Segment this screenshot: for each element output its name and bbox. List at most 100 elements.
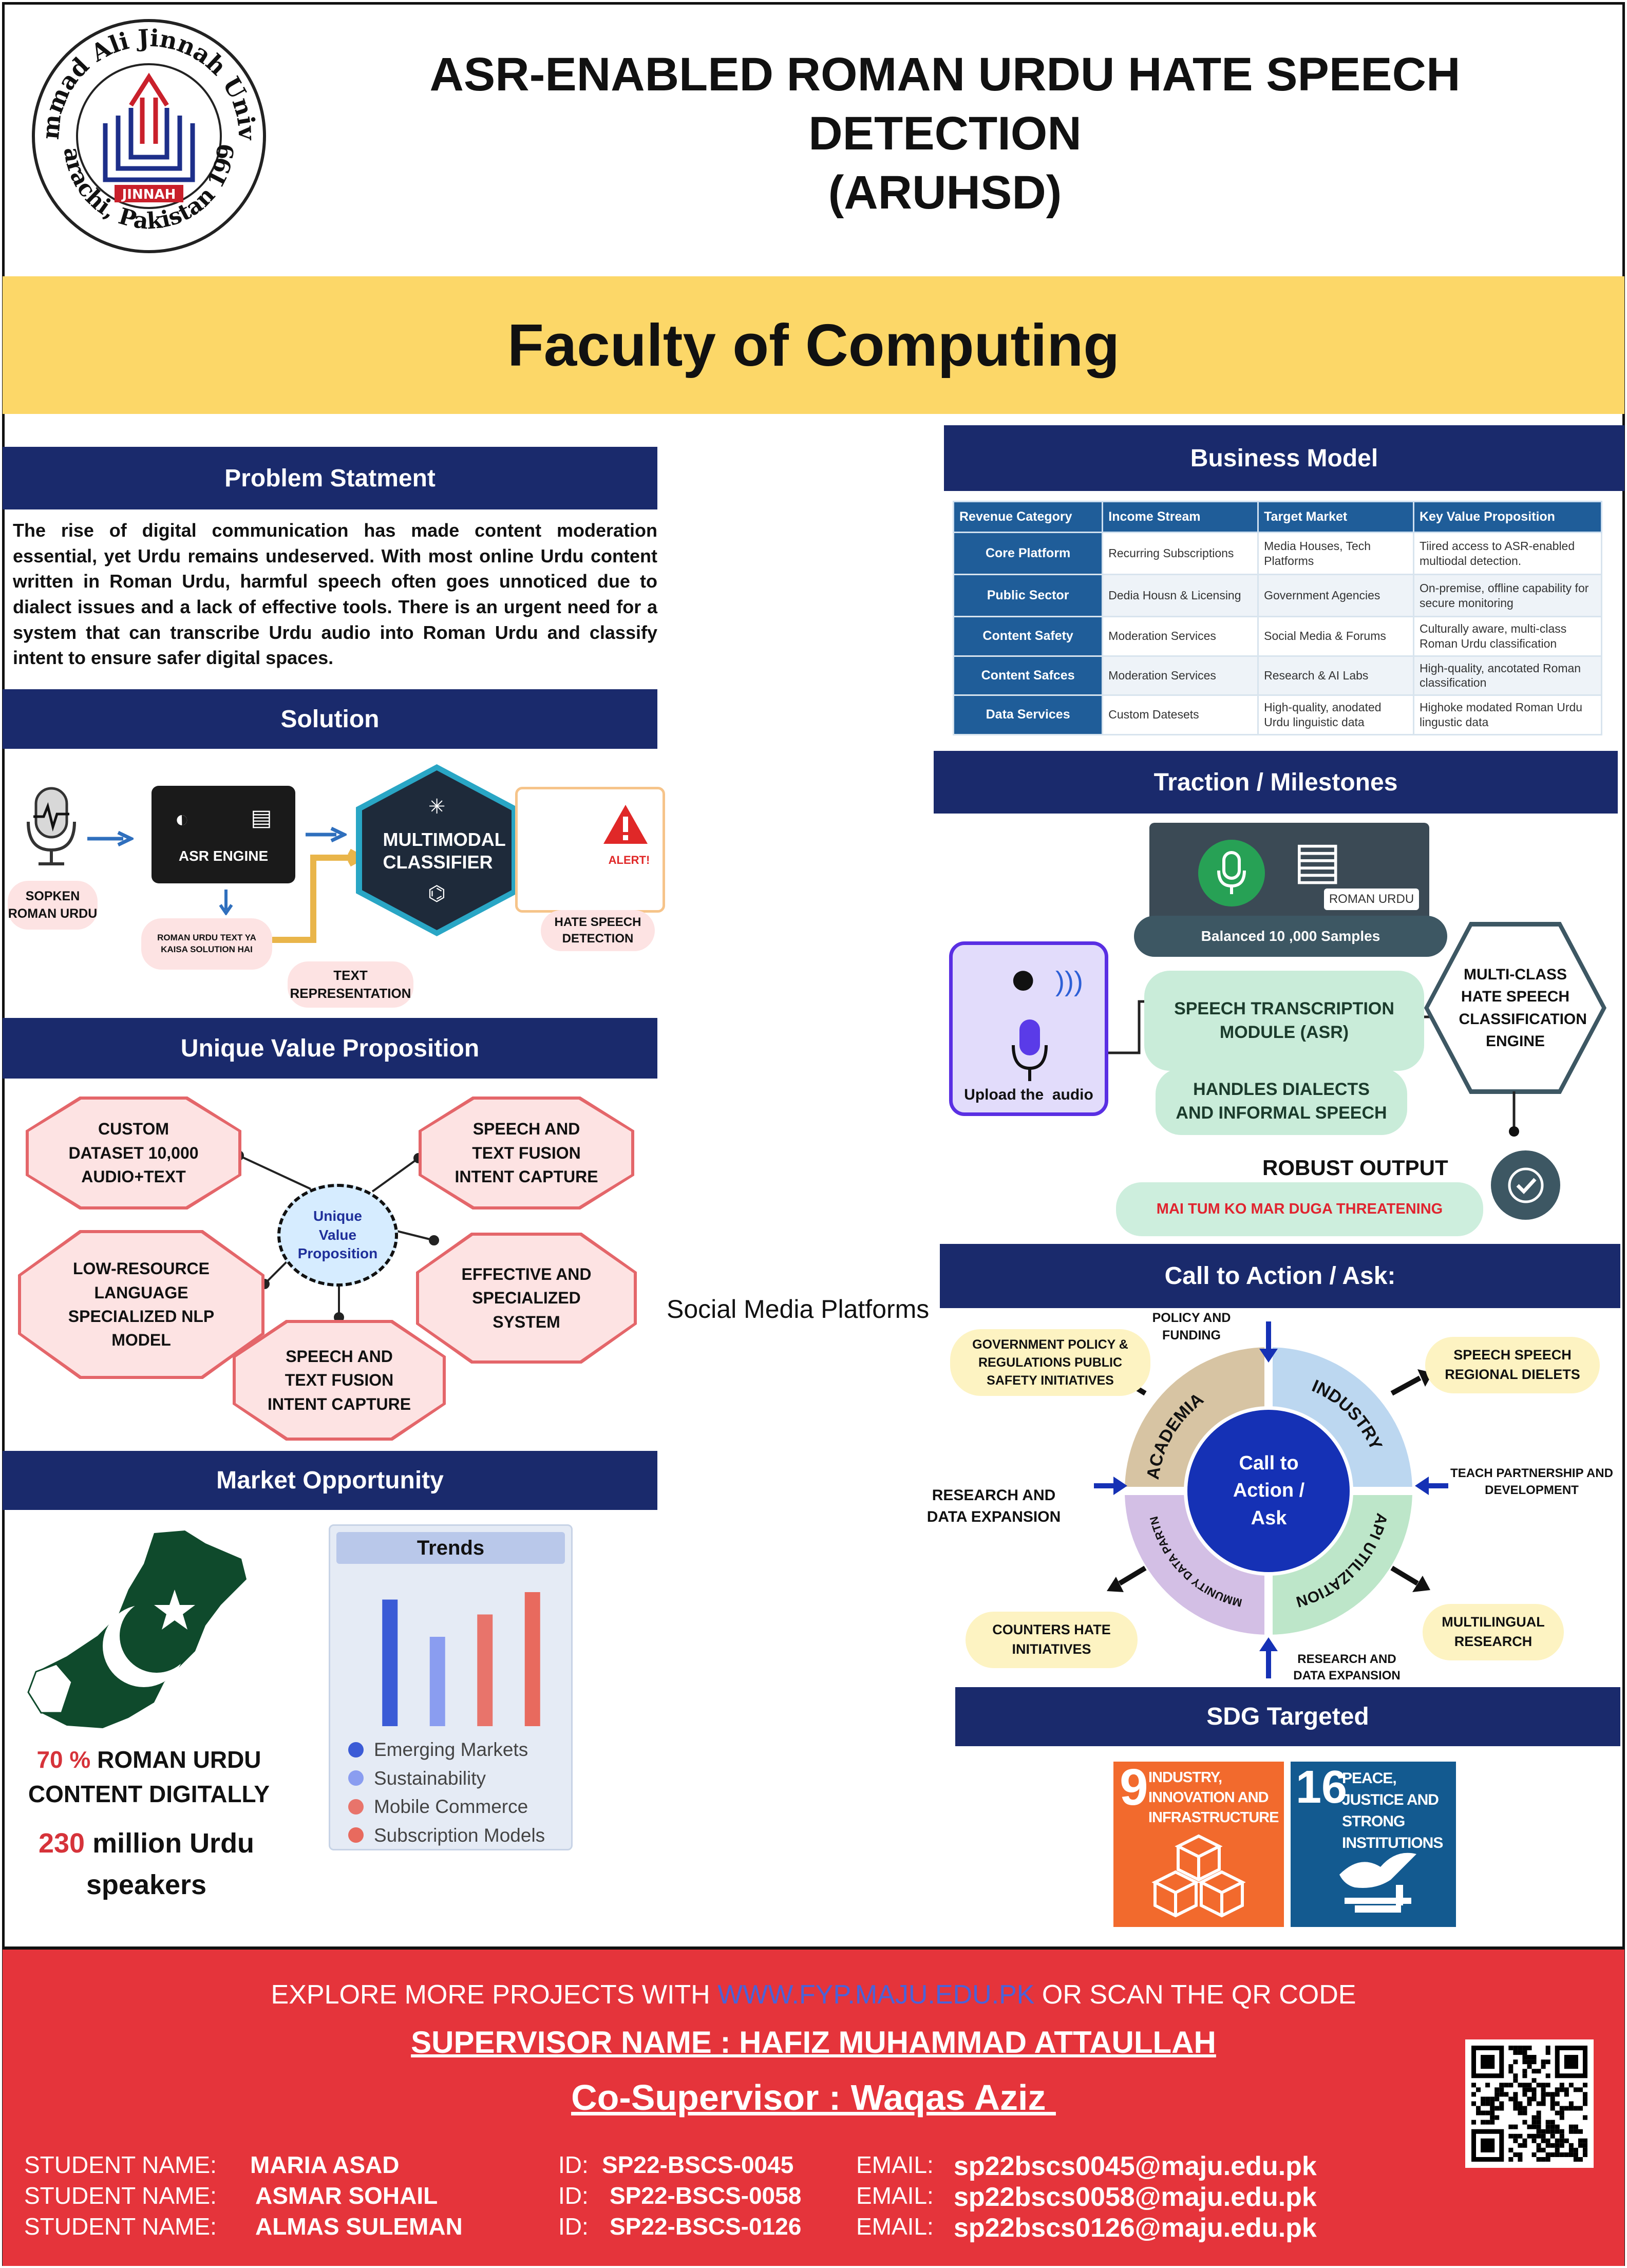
- arrow-down-icon: [219, 890, 233, 915]
- student-label: STUDENT NAME:: [24, 2213, 217, 2240]
- col-header: Income Stream: [1102, 501, 1259, 533]
- supervisor-line: SUPERVISOR NAME : HAFIZ MUHAMMAD ATTAULL…: [3, 2021, 1624, 2063]
- table-cell: Social Media & Forums: [1257, 616, 1414, 657]
- student-id: SP22-BSCS-0126: [610, 2213, 802, 2240]
- trend-bar: [382, 1599, 398, 1726]
- dove-gavel-icon: [1339, 1853, 1416, 1913]
- segment-academia: [1125, 1347, 1269, 1491]
- policy-funding-label: POLICY AND FUNDING: [1152, 1311, 1231, 1343]
- id-label: ID:: [558, 2151, 589, 2178]
- table-cell: High-quality, anodated Urdu linguistic d…: [1257, 694, 1414, 735]
- trends-title: Trends: [336, 1532, 565, 1564]
- microphone-icon: [27, 787, 76, 865]
- document-panel: ▤ ROMAN URDU: [1288, 831, 1419, 917]
- student-id: SP22-BSCS-0045: [602, 2151, 794, 2178]
- business-header: Business Model: [944, 425, 1624, 491]
- table-cell: Public Sector: [952, 574, 1104, 617]
- table-cell: Tiired access to ASR-enabled multiodal d…: [1413, 532, 1602, 575]
- legend-dot-icon: [348, 1742, 364, 1757]
- email-label: EMAIL:: [856, 2151, 934, 2178]
- table-cell: High-quality, ancotated Roman classifica…: [1413, 655, 1602, 696]
- arrow-right-icon: [306, 827, 347, 842]
- traction-diagram: ▤ ROMAN URDU Balanced 10 ,000 Samples ● …: [934, 817, 1624, 1248]
- student-label: STUDENT NAME:: [24, 2182, 217, 2209]
- legend-label: Subscription Models: [374, 1824, 545, 1846]
- robust-output-label: ROBUST OUTPUT: [1262, 1156, 1448, 1180]
- table-cell: Content Safces: [952, 655, 1104, 696]
- flow-connector: [272, 848, 365, 943]
- cubes-icon: [1151, 1834, 1246, 1918]
- student-email[interactable]: sp22bscs0058@maju.edu.pk: [954, 2182, 1317, 2212]
- sdg-title: SDG Targeted: [1206, 1703, 1369, 1730]
- stat-urdu-speakers: 230 million Urdu speakers: [28, 1821, 264, 1908]
- cta-center-label: Call to Action / Ask: [1233, 1452, 1305, 1529]
- problem-title: Problem Statment: [224, 464, 436, 492]
- upload-audio-label: Upload the audio: [964, 1086, 1093, 1103]
- uvp-center-circle: Unique Value Proposition: [277, 1184, 398, 1287]
- legend-dot-icon: [348, 1827, 364, 1843]
- title-line-2: (ARUHSD): [828, 166, 1062, 219]
- legend-label: Mobile Commerce: [374, 1796, 528, 1817]
- text-representation-label: TEXT REPRESENTATION: [288, 961, 413, 1008]
- traction-title: Traction / Milestones: [1153, 768, 1398, 796]
- uvp-item-effective: EFFECTIVE AND SPECIALIZED SYSTEM: [416, 1233, 637, 1364]
- segment-api: [1269, 1491, 1412, 1635]
- classifier-hexagon: ✳ MULTIMODAL CLASSIFIER ⌬: [356, 764, 518, 936]
- table-cell: On-premise, offline capability for secur…: [1413, 574, 1602, 617]
- uvp-item-low-resource: LOW-RESOURCE LANGUAGE SPECIALIZED NLP MO…: [18, 1230, 264, 1379]
- table-cell: Core Platform: [952, 532, 1104, 575]
- table-row: Core Platform Recurring Subscriptions Me…: [952, 532, 1602, 575]
- explore-suffix: OR SCAN THE QR CODE: [1034, 1980, 1356, 2010]
- microphone-circle: [1198, 840, 1265, 906]
- stat-roman-urdu-pct: 70 %: [36, 1746, 91, 1773]
- traction-header: Traction / Milestones: [934, 751, 1618, 814]
- sdg-9-number: 9: [1120, 1759, 1148, 1816]
- table-cell: Moderation Services: [1102, 655, 1259, 696]
- sound-waves-icon: ))): [1055, 966, 1083, 997]
- explore-url-link[interactable]: WWW.FYP.MAJU.EDU.PK: [717, 1980, 1035, 2010]
- col-header: Key Value Proposition: [1413, 501, 1602, 533]
- student-row: STUDENT NAME: ASMAR SOHAIL ID: SP22-BSCS…: [24, 2182, 1462, 2212]
- table-cell: Dedia Housn & Licensing: [1102, 574, 1259, 617]
- solution-diagram: SOPKEN ROMAN URDU ◐ ▤ ASR ENGINE ROMAN U…: [3, 755, 670, 1012]
- cta-wheel: ACADEMIA INDUSTRY API UTILIZATION COMMUN…: [1122, 1345, 1415, 1637]
- speaker-head-icon: ◐: [175, 805, 190, 832]
- business-table: Revenue Category Income Stream Target Ma…: [952, 501, 1602, 735]
- uvp-center-label: Unique Value Proposition: [297, 1208, 378, 1262]
- solution-title: Solution: [280, 705, 380, 733]
- logo-mark: JINNAH: [121, 187, 176, 202]
- stat-roman-urdu-text: ROMAN URDU CONTENT DIGITALLY: [28, 1746, 270, 1807]
- speaking-head-icon: ●: [1009, 953, 1037, 1004]
- table-row: Content Safety Moderation Services Socia…: [952, 616, 1602, 657]
- student-email[interactable]: sp22bscs0045@maju.edu.pk: [954, 2151, 1317, 2181]
- title-line-1: ASR-ENABLED ROMAN URDU HATE SPEECH DETEC…: [429, 48, 1461, 160]
- microphone-icon: [1012, 1019, 1048, 1081]
- footer: EXPLORE MORE PROJECTS WITH WWW.FYP.MAJU.…: [3, 1946, 1624, 2266]
- upload-audio-box[interactable]: ● ))) Upload the audio: [949, 941, 1108, 1116]
- id-label: ID:: [558, 2182, 589, 2209]
- samples-pill: Balanced 10 ,000 Samples: [1134, 916, 1447, 957]
- spoken-urdu-label: SOPKEN ROMAN URDU: [8, 881, 98, 930]
- trends-plot: [382, 1592, 540, 1726]
- warning-icon: [603, 805, 648, 844]
- student-email[interactable]: sp22bscs0126@maju.edu.pk: [954, 2213, 1317, 2243]
- segment-community: [1125, 1491, 1269, 1635]
- cta-arrows: [1094, 1321, 1448, 1678]
- sdg-9-text: INDUSTRY, INNOVATION AND INFRASTRUCTURE: [1148, 1769, 1279, 1826]
- table-cell: Research & AI Labs: [1257, 655, 1414, 696]
- stat-speakers-text: million Urdu speakers: [86, 1828, 255, 1900]
- solution-header: Solution: [3, 689, 657, 749]
- table-cell: Custom Datesets: [1102, 694, 1259, 735]
- supervisor-name: SUPERVISOR NAME : HAFIZ MUHAMMAD ATTAULL…: [411, 2025, 1216, 2059]
- svg-text:Mohammad Ali Jinnah University: Mohammad Ali Jinnah University: [28, 15, 261, 141]
- document-icon: ▤: [1293, 831, 1342, 889]
- faculty-banner: Faculty of Computing: [3, 276, 1624, 414]
- qr-code[interactable]: [1465, 2039, 1594, 2168]
- market-header: Market Opportunity: [3, 1451, 657, 1510]
- poster-title: ASR-ENABLED ROMAN URDU HATE SPEECH DETEC…: [288, 48, 1602, 219]
- problem-text: The rise of digital communication has ma…: [13, 520, 657, 669]
- legend-item: Sustainability: [348, 1764, 564, 1793]
- legend-item: Emerging Markets: [348, 1735, 564, 1764]
- faculty-title: Faculty of Computing: [507, 312, 1120, 379]
